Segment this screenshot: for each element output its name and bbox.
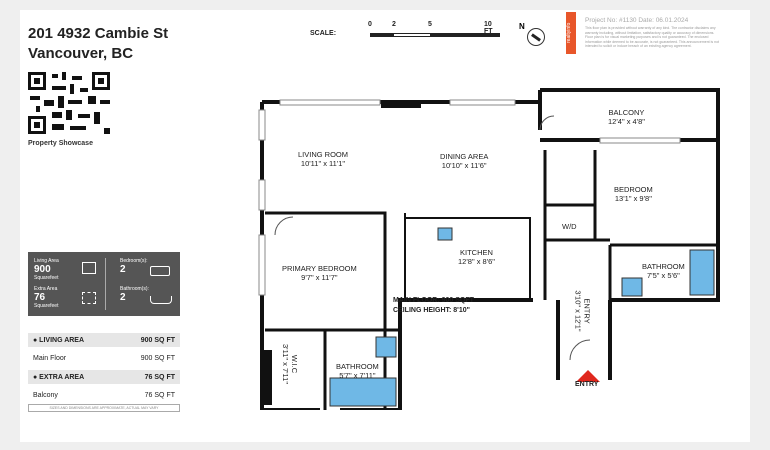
area-row: Balcony 76 SQ FT [28, 388, 180, 402]
scale-bar: SCALE: 0 2 5 10 FT [310, 21, 500, 37]
floor-plan [258, 88, 720, 410]
room-dimensions: 9'7" x 11'7" [301, 273, 338, 282]
row-value: 900 SQ FT [140, 354, 175, 362]
value: 76 [34, 292, 46, 303]
room-dimensions: 7'5" x 5'6" [646, 271, 680, 280]
room-name: ENTRY [582, 298, 592, 324]
room-name: DINING AREA [440, 152, 489, 161]
room-dimensions: 10'10" x 11'6" [441, 161, 487, 170]
unit: Squarefeet [34, 275, 59, 281]
label: Bedroom(s): [120, 258, 148, 264]
row-value: 76 SQ FT [144, 373, 175, 381]
room-dimensions: 13'1" x 9'8" [614, 194, 652, 203]
room-dimensions: 3'10" x 12'1" [573, 290, 583, 332]
row-value: 900 SQ FT [140, 336, 175, 344]
room-dimensions: 12'4" x 4'8" [608, 117, 645, 126]
qr-code[interactable] [28, 72, 110, 134]
entry-marker: ENTRY [575, 381, 599, 388]
room-dimensions: 3'11" x 7'11" [281, 343, 291, 385]
room-name: KITCHEN [460, 248, 493, 257]
area-row: ● EXTRA AREA 76 SQ FT [28, 370, 180, 384]
room-dimensions: 12'8" x 8'6" [458, 257, 495, 266]
bathrooms-stat: Bathroom(s):2 [120, 286, 149, 303]
tick: 2 [392, 21, 396, 28]
row-label: Balcony [33, 391, 58, 399]
value: 2 [120, 264, 126, 275]
value: 900 [34, 264, 51, 275]
room-name: W/D [562, 222, 577, 231]
bedrooms-stat: Bedroom(s):2 [120, 258, 148, 275]
room-name: BALCONY [608, 108, 645, 117]
row-label: Main Floor [33, 354, 67, 362]
scale-label: SCALE: [310, 30, 337, 37]
room-name: LIVING ROOM [298, 150, 349, 159]
legal-fine-print: This floor plan is provided without warr… [585, 26, 719, 48]
address-line-2: Vancouver, BC [28, 45, 134, 62]
bathtub-icon [150, 296, 172, 304]
room-name: BATHROOM [642, 262, 685, 271]
room-dimensions: 5'7" x 7'11" [339, 371, 376, 380]
brand-logo: realtyinfo [566, 12, 576, 54]
row-value: 76 SQ FT [144, 391, 175, 399]
room-name: BATHROOM [336, 362, 379, 371]
ceiling-height: CEILING HEIGHT: 8'10" [393, 307, 470, 314]
area-icon [82, 292, 96, 304]
tick: 0 [368, 21, 372, 28]
address-line-1: 201 4932 Cambie St [28, 25, 169, 42]
property-address: 201 4932 Cambie St Vancouver, BC [28, 24, 168, 64]
value: 2 [120, 292, 126, 303]
qr-caption: Property Showcase [28, 140, 93, 147]
north-arrow-icon: N [519, 22, 545, 46]
label: Extra Area [34, 286, 58, 292]
floor-info: MAIN FLOOR: 900 SQFT CEILING HEIGHT: 8'10… [393, 296, 474, 316]
area-row: Main Floor 900 SQ FT [28, 351, 180, 365]
brand-name: realtyinfo [566, 22, 572, 44]
tick: 5 [428, 21, 432, 28]
room-name: BEDROOM [614, 185, 653, 194]
room-name: W.I.C [290, 354, 300, 374]
label: Bathroom(s): [120, 286, 149, 292]
expand-icon [82, 262, 96, 274]
row-label: ● LIVING AREA [33, 336, 85, 344]
row-label: ● EXTRA AREA [33, 373, 85, 381]
project-info: Project No: #1130 Date: 06.01.2024 [585, 17, 689, 24]
floor-area: MAIN FLOOR: 900 SQFT [393, 297, 474, 304]
north-label: N [519, 22, 525, 31]
tick: 10 FT [484, 21, 493, 35]
disclaimer: SIZES AND DIMENSIONS ARE APPROXIMATE, AC… [28, 404, 180, 412]
unit: Squarefeet [34, 303, 59, 309]
room-dimensions: 10'11" x 11'1" [300, 159, 346, 168]
label: Living Area [34, 258, 59, 264]
divider [105, 258, 106, 310]
room-name: PRIMARY BEDROOM [282, 264, 357, 273]
room-laundry: W/D [562, 222, 577, 231]
area-row: ● LIVING AREA 900 SQ FT [28, 333, 180, 347]
bed-icon [150, 266, 170, 276]
